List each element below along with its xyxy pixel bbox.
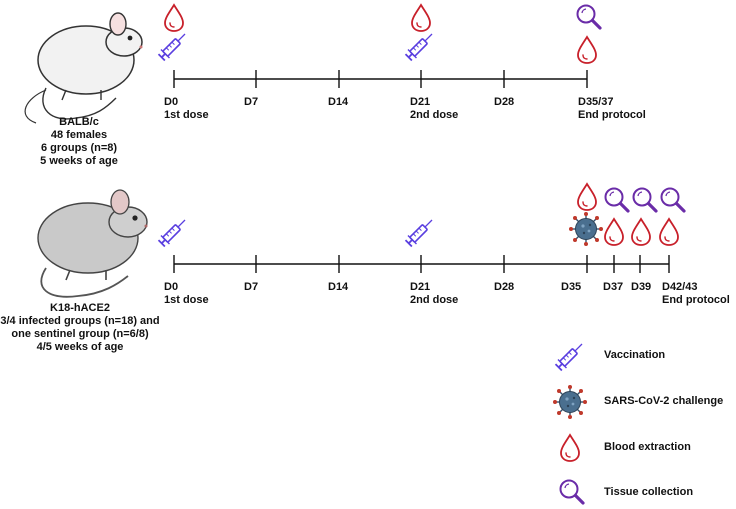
virus-icon	[568, 211, 604, 247]
legend-challenge-label: SARS-CoV-2 challenge	[604, 395, 724, 407]
syringe-icon	[553, 338, 588, 373]
bottom-day-label: D42/43	[662, 281, 698, 293]
blood-drop-icon	[577, 36, 597, 64]
blood-drop-icon	[577, 183, 597, 211]
blood-drop-icon	[604, 218, 624, 246]
blood-drop-icon	[659, 218, 679, 246]
magnifier-icon	[659, 186, 686, 213]
top-mouse-count: 48 females	[50, 129, 108, 141]
top-sub-label: End protocol	[578, 109, 646, 121]
top-timeline	[173, 70, 588, 88]
balbc-mouse-image	[24, 12, 144, 124]
top-mouse-strain: BALB/c	[59, 116, 99, 128]
bottom-day-label: D37	[603, 281, 624, 293]
top-day-label: D7	[244, 96, 259, 108]
top-sub-label: 1st dose	[164, 109, 209, 121]
top-day-label: D21	[410, 96, 431, 108]
bottom-sub-label: 1st dose	[164, 294, 209, 306]
bottom-day-label: D21	[410, 281, 431, 293]
syringe-icon	[156, 214, 191, 249]
blood-drop-icon	[164, 4, 184, 32]
bottom-day-label: D39	[631, 281, 652, 293]
bottom-mouse-groups-b: one sentinel group (n=6/8)	[11, 328, 149, 340]
magnifier-icon	[631, 186, 658, 213]
top-mouse-age: 5 weeks of age	[40, 155, 118, 167]
syringe-icon	[403, 28, 438, 63]
magnifier-icon	[558, 478, 585, 505]
top-day-label: D28	[494, 96, 515, 108]
bottom-day-label: D28	[494, 281, 515, 293]
legend-vaccination-label: Vaccination	[604, 349, 666, 361]
bottom-mouse-age: 4/5 weeks of age	[36, 341, 124, 353]
k18-mouse-image	[37, 189, 149, 298]
bottom-day-label: D35	[561, 281, 582, 293]
top-day-label: D0	[164, 96, 179, 108]
bottom-sub-label: End protocol	[662, 294, 730, 306]
virus-icon	[552, 384, 588, 420]
magnifier-icon	[575, 3, 602, 30]
top-day-label: D35/37	[578, 96, 614, 108]
bottom-timeline	[173, 255, 670, 273]
legend-tissue-label: Tissue collection	[604, 486, 694, 498]
top-sub-label: 2nd dose	[410, 109, 459, 121]
blood-drop-icon	[631, 218, 651, 246]
bottom-day-label: D7	[244, 281, 259, 293]
top-mouse-groups: 6 groups (n=8)	[40, 142, 118, 154]
blood-drop-icon	[560, 434, 580, 462]
bottom-day-label: D0	[164, 281, 179, 293]
bottom-mouse-strain: K18-hACE2	[50, 302, 110, 314]
blood-drop-icon	[411, 4, 431, 32]
bottom-sub-label: 2nd dose	[410, 294, 459, 306]
top-day-label: D14	[328, 96, 349, 108]
syringe-icon	[156, 28, 191, 63]
bottom-mouse-groups-a: 3/4 infected groups (n=18) and	[0, 315, 160, 327]
magnifier-icon	[603, 186, 630, 213]
bottom-day-label: D14	[328, 281, 349, 293]
syringe-icon	[403, 214, 438, 249]
legend-blood-label: Blood extraction	[604, 441, 691, 453]
